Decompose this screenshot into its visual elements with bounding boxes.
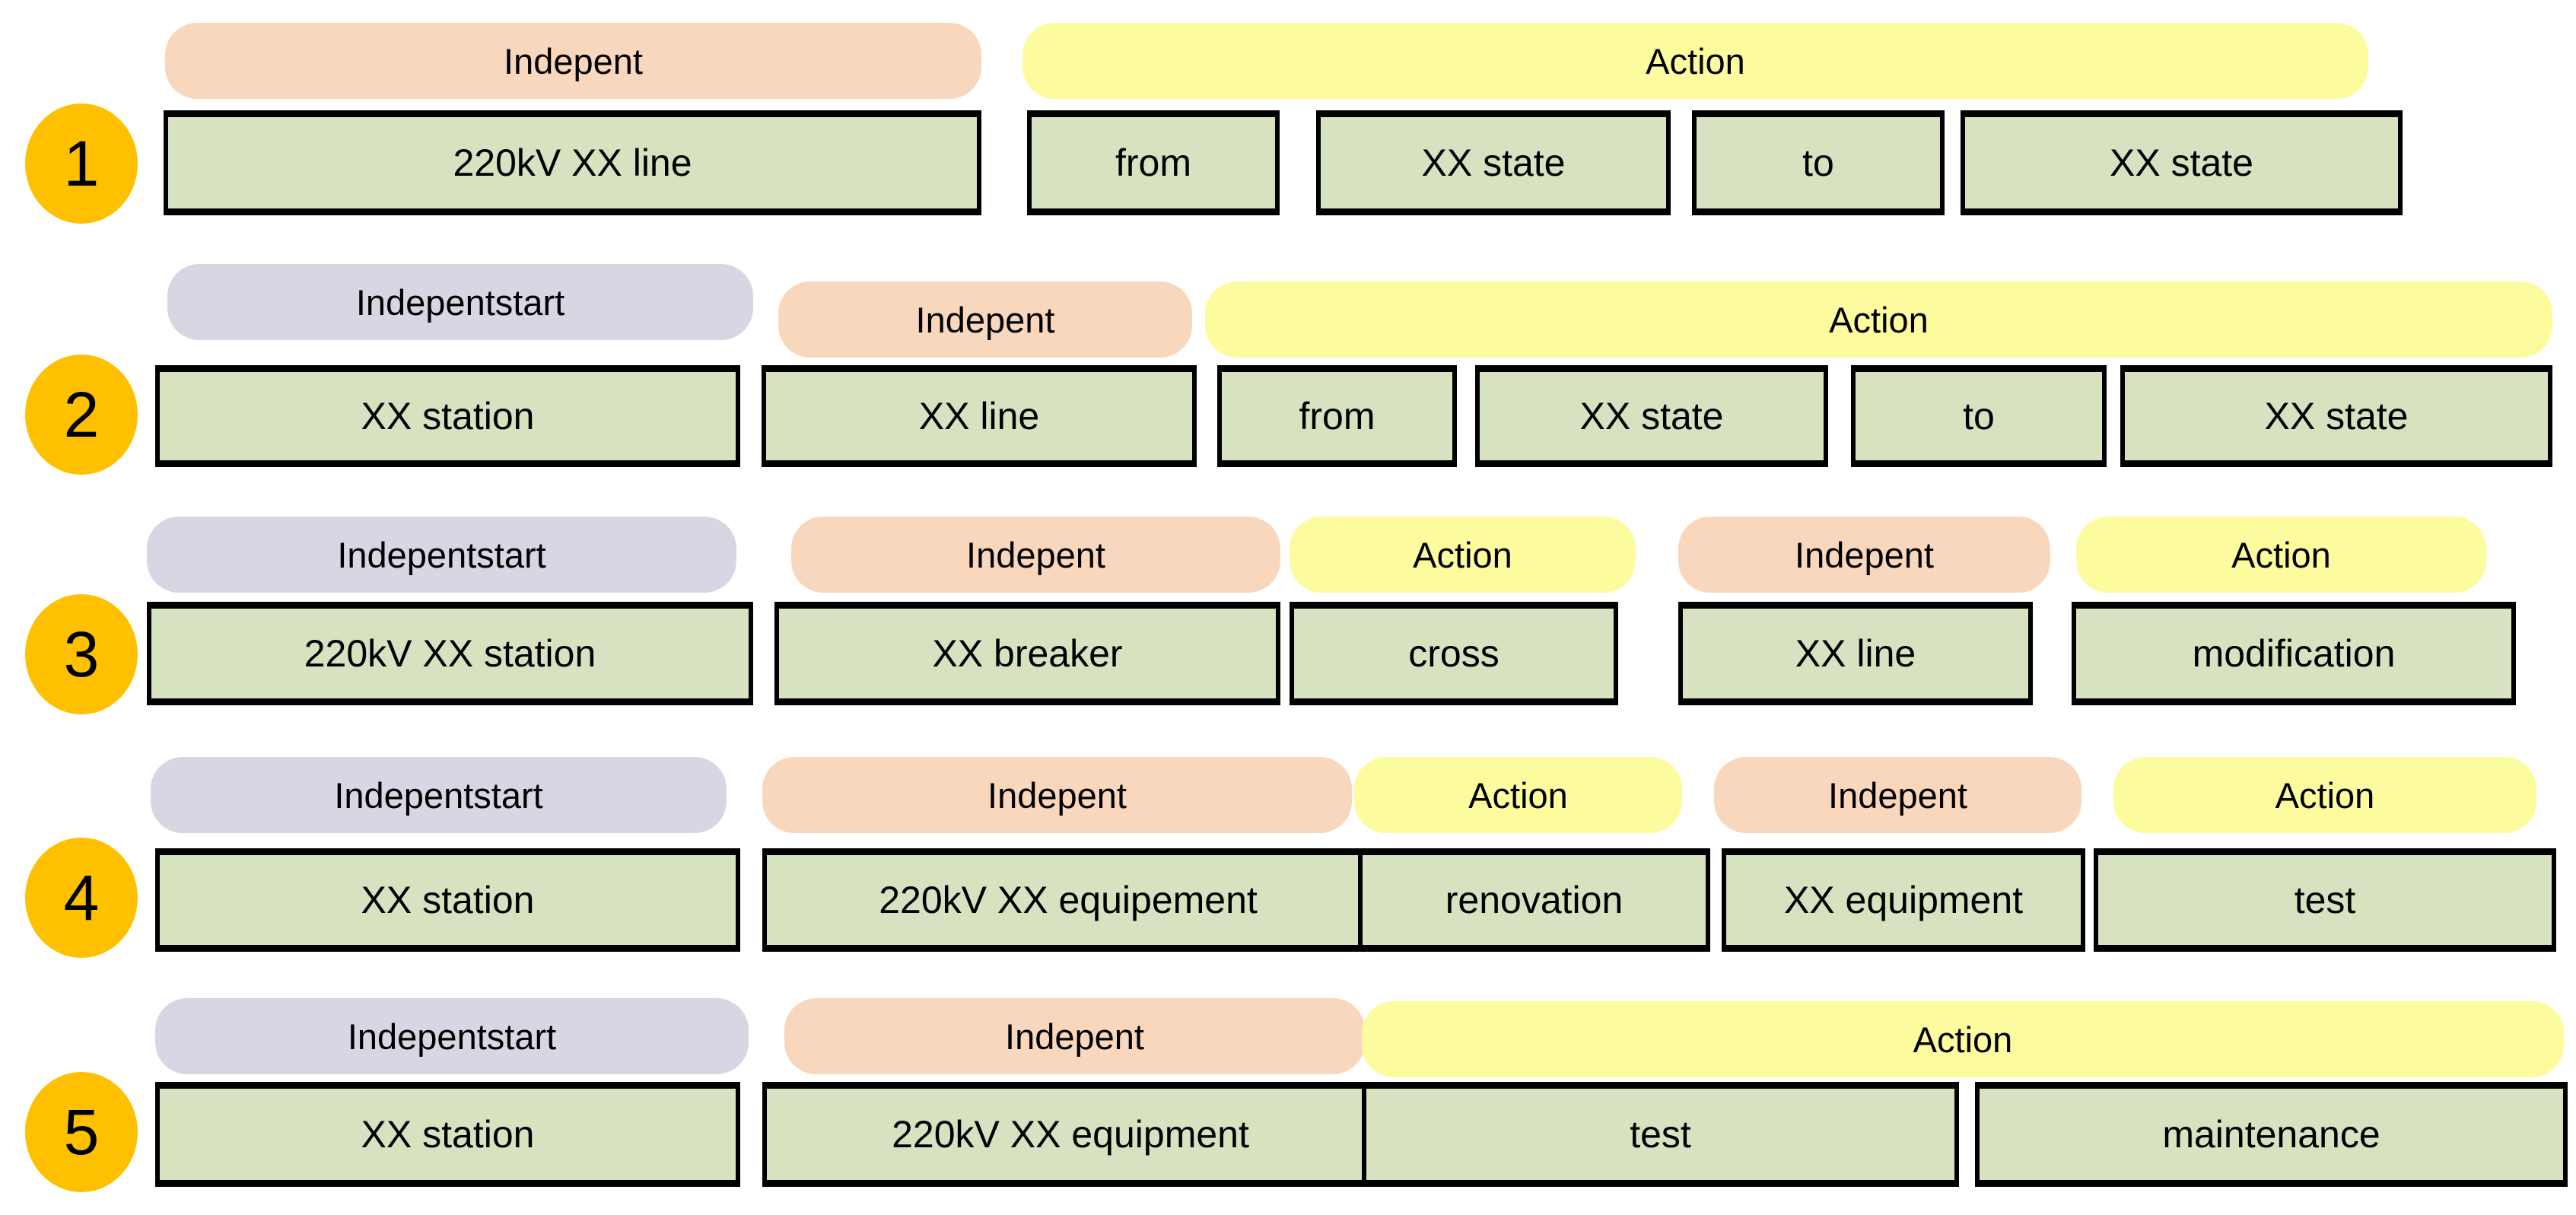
label-pill-action: Action xyxy=(2113,757,2536,833)
label-pill-action: Action xyxy=(1205,281,2552,358)
token-box: XX line xyxy=(762,365,1197,467)
token-box: XX state xyxy=(1475,365,1828,467)
row-number-badge: 5 xyxy=(25,1072,138,1192)
token-box: modification xyxy=(2072,602,2516,705)
token-box: test xyxy=(2094,848,2556,952)
token-box: XX equipment xyxy=(1722,848,2085,952)
token-box: XX station xyxy=(155,365,740,467)
token-box: from xyxy=(1217,365,1457,467)
row-number-badge: 1 xyxy=(25,103,138,224)
label-pill-action: Action xyxy=(2076,517,2486,593)
token-box: XX state xyxy=(1316,110,1671,215)
label-pill-indepent: Indepent xyxy=(165,23,981,99)
token-box: XX station xyxy=(155,848,740,952)
label-pill-indepent: Indepent xyxy=(784,998,1365,1074)
label-pill-action: Action xyxy=(1354,757,1682,833)
token-box: 220kV XX line xyxy=(164,110,981,215)
row-number-badge: 4 xyxy=(25,838,138,958)
token-box: XX state xyxy=(2120,365,2552,467)
row-number-badge: 3 xyxy=(25,594,138,714)
label-pill-indepent: Indepent xyxy=(762,757,1352,833)
label-pill-indepent: Indepent xyxy=(1678,517,2050,593)
label-pill-indepent: Indepent xyxy=(1714,757,2081,833)
token-box: cross xyxy=(1290,602,1618,705)
token-box: 220kV XX equipment xyxy=(762,1082,1379,1187)
label-pill-indepentstart: Indepentstart xyxy=(151,757,727,833)
token-box: to xyxy=(1692,110,1945,215)
label-pill-indepentstart: Indepentstart xyxy=(167,264,753,340)
token-box: test xyxy=(1362,1082,1959,1187)
token-box: 220kV XX equipement xyxy=(762,848,1374,952)
token-box: to xyxy=(1851,365,2107,467)
token-box: renovation xyxy=(1358,848,1710,952)
label-pill-indepent: Indepent xyxy=(791,517,1280,593)
token-box: 220kV XX station xyxy=(147,602,753,705)
token-box: XX station xyxy=(155,1082,740,1187)
token-box: XX line xyxy=(1678,602,2033,705)
token-box: maintenance xyxy=(1975,1082,2568,1187)
label-pill-action: Action xyxy=(1290,517,1636,593)
token-box: from xyxy=(1027,110,1280,215)
label-pill-action: Action xyxy=(1362,1001,2564,1077)
token-box: XX state xyxy=(1961,110,2403,215)
label-pill-indepentstart: Indepentstart xyxy=(155,998,749,1074)
label-pill-indepent: Indepent xyxy=(778,281,1192,358)
label-pill-indepentstart: Indepentstart xyxy=(147,517,736,593)
token-box: XX breaker xyxy=(774,602,1280,705)
row-number-badge: 2 xyxy=(25,355,138,475)
label-pill-action: Action xyxy=(1022,23,2368,99)
